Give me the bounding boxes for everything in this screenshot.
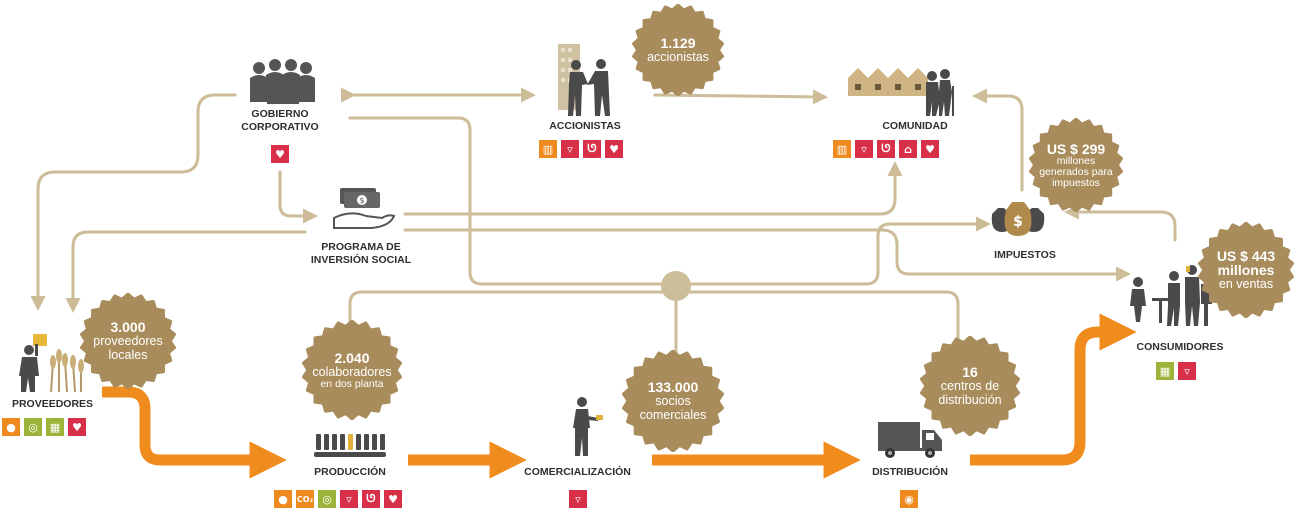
water-drop-icon: ● — [274, 490, 292, 508]
money-hand-icon: $ — [333, 188, 396, 229]
icons-gobierno: ♥ — [271, 145, 289, 163]
farmer-icon — [19, 334, 84, 393]
money-bags-icon: $ — [991, 202, 1045, 236]
node-label-comunidad: COMUNIDAD — [882, 120, 948, 132]
handshake-icon — [558, 44, 610, 116]
salesperson-icon — [573, 397, 603, 456]
node-label-impuestos: IMPUESTOS — [994, 249, 1056, 261]
node-label-produccion: PRODUCCIÓN — [314, 466, 386, 478]
badge-impuestos: US $ 299 millones generados para impuest… — [1029, 118, 1123, 212]
badge-impuestos-caption: millones generados para impuestos — [1039, 154, 1113, 189]
svg-text:$: $ — [1013, 214, 1023, 230]
node-label-distribucion: DISTRIBUCIÓN — [872, 466, 948, 478]
badge-accionistas-caption: accionistas — [647, 50, 709, 64]
heart-icon: ♥ — [384, 490, 402, 508]
hub-node — [661, 271, 691, 301]
arrow-distribucion-consumidores — [970, 313, 1137, 466]
heart-icon: ♥ — [921, 140, 939, 158]
badge-centros-caption: centros de distribución — [938, 379, 1002, 407]
consumers-icon — [1130, 265, 1212, 326]
line-hub-impuestos — [686, 216, 991, 286]
houses-and-elderly-icon — [848, 68, 954, 116]
badge-centros: 16 centros de distribución — [920, 336, 1020, 436]
cup-icon: ▿ — [855, 140, 873, 158]
line-accionistas-comunidad — [653, 89, 828, 105]
icons-accionistas: ▥▿ᘎ♥ — [539, 140, 623, 158]
line-programa-consumidores — [403, 228, 1131, 282]
badge-centros-value: 16 — [962, 364, 978, 380]
badge-ventas-caption: en ventas — [1218, 277, 1274, 291]
ribbon-icon: ᘎ — [583, 140, 601, 158]
energy-icon: ◉ — [900, 490, 918, 508]
badge-socios-caption: socios comerciales — [639, 394, 707, 422]
badge-impuestos-value: US $ 299 — [1046, 140, 1106, 157]
node-label-programa-inversion-social: PROGRAMA DE INVERSIÓN SOCIAL — [310, 241, 412, 266]
badge-proveedores: 3.000 proveedores locales — [80, 293, 176, 389]
node-label-gobierno-corporativo: GOBIERNO CORPORATIVO — [241, 108, 319, 133]
badge-colaboradores-caption: colaboradores — [312, 364, 392, 379]
heart-icon: ♥ — [271, 145, 289, 163]
icons-distribucion: ◉ — [900, 490, 918, 508]
badge-colaboradores: 2.040 colaboradores en dos planta — [302, 320, 402, 420]
badge-colaboradores-value: 2.040 — [334, 349, 370, 366]
node-label-proveedores: PROVEEDORES — [11, 398, 94, 410]
ribbon-icon: ᘎ — [877, 140, 895, 158]
line-programa-comunidad — [403, 161, 903, 216]
icons-produccion: ●CO₂◎▿ᘎ♥ — [274, 490, 402, 508]
node-label-consumidores: CONSUMIDORES — [1136, 341, 1224, 353]
line-hub-bar — [348, 290, 960, 340]
recycle-bin-icon: ▦ — [1156, 362, 1174, 380]
co2-icon: CO₂ — [296, 490, 314, 508]
bottling-line-icon — [314, 434, 386, 457]
badge-proveedores-caption: proveedores locales — [93, 334, 163, 362]
line-consumidores-impuestos — [1064, 204, 1177, 242]
recycle-icon: ◎ — [318, 490, 336, 508]
svg-text:$: $ — [359, 196, 364, 205]
recycle-bin-icon: ▦ — [46, 418, 64, 436]
cup-icon: ▿ — [340, 490, 358, 508]
arrow-proveedores-produccion — [102, 386, 287, 479]
cup-icon: ▿ — [1178, 362, 1196, 380]
badge-accionistas: 1.129 accionistas — [632, 4, 724, 96]
node-label-comercializacion: COMERCIALIZACIÓN — [524, 466, 631, 478]
node-label-accionistas: ACCIONISTAS — [549, 120, 621, 132]
board-meeting-icon — [250, 59, 315, 104]
heart-icon: ♥ — [605, 140, 623, 158]
book-icon: ▥ — [833, 140, 851, 158]
badge-accionistas-value: 1.129 — [660, 35, 696, 51]
ribbon-icon: ᘎ — [362, 490, 380, 508]
house-icon: ⌂ — [899, 140, 917, 158]
badge-ventas: US $ 443 millones en ventas — [1198, 222, 1294, 318]
icons-comercializacion: ▿ — [569, 490, 587, 508]
heart-icon: ♥ — [68, 418, 86, 436]
line-gobierno-proveedores — [30, 93, 237, 311]
badge-socios-value: 133.000 — [647, 379, 699, 395]
icons-proveedores: ●◎▦♥ — [2, 418, 86, 436]
badge-colaboradores-subcaption: en dos planta — [320, 377, 384, 390]
badge-socios: 133.000 socios comerciales — [622, 350, 724, 452]
line-hub-gobierno — [348, 116, 665, 286]
book-icon: ▥ — [539, 140, 557, 158]
line-gobierno-programa — [278, 170, 318, 224]
water-drop-icon: ● — [2, 418, 20, 436]
line-impuestos-comunidad — [972, 88, 1024, 192]
line-programa-proveedores — [65, 230, 307, 313]
badge-ventas-value: US $ 443 millones — [1216, 248, 1276, 278]
truck-icon — [878, 422, 942, 458]
cup-icon: ▿ — [569, 490, 587, 508]
cup-icon: ▿ — [561, 140, 579, 158]
icons-consumidores: ▦▿ — [1156, 362, 1196, 380]
icons-comunidad: ▥▿ᘎ⌂♥ — [833, 140, 939, 158]
badge-proveedores-value: 3.000 — [110, 319, 146, 335]
recycle-icon: ◎ — [24, 418, 42, 436]
